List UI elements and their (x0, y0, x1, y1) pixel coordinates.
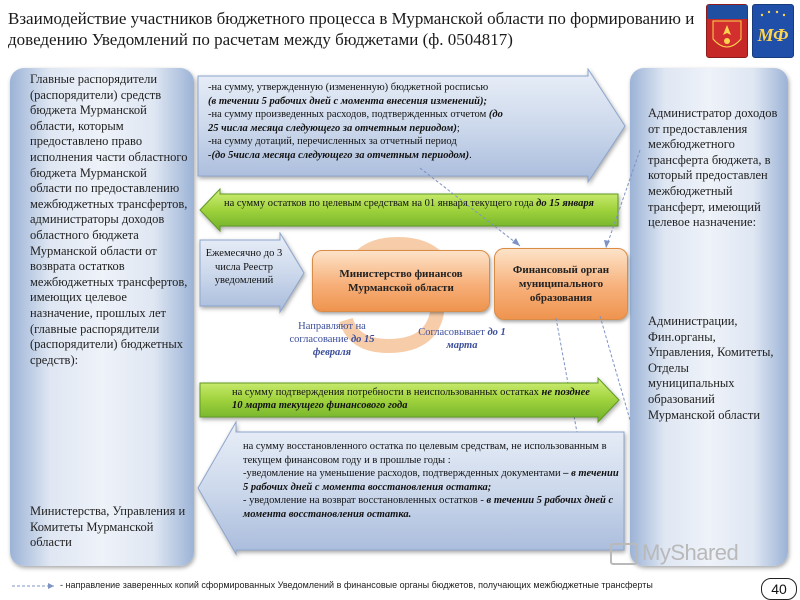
right-panel: Администратор доходов от предоставления … (630, 68, 788, 566)
arrow-top-line-6a: -(до 5числа месяца следующего за отчетны… (208, 149, 470, 161)
arrow-bottom-line-2b: – в течении 5 рабочих дней с момента вос… (243, 468, 619, 493)
dashed-arrow-from-admin (605, 149, 641, 249)
arrow-top-line-3a: -на сумму произведенных расходов, подтве… (208, 109, 489, 120)
watermark-text: MyShared (642, 540, 739, 565)
arrow-top-line-6b: . (469, 149, 472, 161)
ministry-logo-text: МФ (757, 25, 789, 45)
arrow-bottom-left (197, 420, 625, 556)
arrow-bottom-line-3b: в течении 5 рабочих дней с момента восст… (243, 495, 614, 520)
presentation-icon (610, 543, 638, 566)
ministry-of-finance-box: Министерство финансов Мурманской области (312, 250, 490, 312)
arrow-top-line-4a: 25 числа месяца следующего за отчетным п… (208, 122, 457, 134)
arrow-green-1-text-b: до 15 января (536, 198, 594, 209)
fin-organ-box: Финансовый орган муниципального образова… (494, 248, 628, 320)
arrow-green-2-text: на сумму подтверждения потребности в неи… (232, 386, 602, 412)
footer-legend: - направление заверенных копий сформиров… (60, 580, 653, 590)
note-agree-text: Согласовывает (418, 327, 488, 338)
ministry-md-logo-icon: МФ (752, 4, 794, 58)
arrow-top-line-3b: (до (488, 109, 503, 120)
ministry-of-finance-label: Министерство финансов Мурманской области (339, 268, 463, 294)
watermark: MyShared (610, 540, 739, 566)
arrow-top-line-4: 25 числа месяца следующего за отчетным п… (208, 122, 608, 136)
fin-organ-label: Финансовый орган муниципального образова… (512, 264, 610, 304)
left-panel-ministries: Министерства, Управления и Комитеты Мурм… (30, 504, 186, 550)
arrow-green-2-text-a: на сумму подтверждения потребности в неи… (232, 387, 542, 398)
arrow-top-line-4b: ; (456, 122, 460, 134)
dashed-arrow-right (599, 315, 631, 421)
arrow-bottom-line-1: на сумму восстановленного остатка по цел… (243, 441, 607, 466)
page-title: Взаимодействие участников бюджетного про… (8, 9, 695, 49)
arrow-top-line-2: (в течении 5 рабочих дней с момента внес… (208, 95, 488, 107)
note-send-for-approval: Направляют на согласование до 15 февраля (284, 320, 380, 359)
arrow-bottom-line-2a: -уведомление на уменьшение расходов, под… (243, 468, 564, 479)
arrow-top-line-3: -на сумму произведенных расходов, подтве… (208, 108, 608, 122)
arrow-green-1-text-a: на сумму остатков по целевым средствам н… (224, 198, 537, 209)
arrow-monthly-text: Ежемесячно до 3 числа Реестр уведомлений (205, 248, 283, 286)
dashed-arrow-to-fin-organ (419, 167, 521, 247)
arrow-monthly (199, 232, 305, 314)
arrow-bottom-line-3: - уведомление на возврат восстановленных… (243, 494, 621, 521)
arrow-bottom-line-3a: - уведомление на возврат восстановленных… (243, 495, 487, 506)
note-agree-deadline: до 1 марта (446, 327, 506, 351)
arrow-top-line-5: -на сумму дотаций, перечисленных за отче… (208, 136, 457, 147)
arrow-top-line-1: -на сумму, утвержденную (измененную) бюд… (208, 82, 489, 93)
arrow-green-2-text-b: не позднее 10 марта текущего финансового… (232, 387, 590, 411)
page-number: 40 (761, 578, 797, 600)
arrow-bottom-line-2: -уведомление на уменьшение расходов, под… (243, 467, 621, 494)
left-panel-text: Главные распорядители (распорядители) ср… (30, 72, 188, 367)
arrow-green-left (199, 187, 619, 233)
arrow-green-1-text: на сумму остатков по целевым средствам н… (224, 197, 604, 210)
left-panel: Главные распорядители (распорядители) ср… (10, 68, 194, 566)
right-panel-text: Администратор доходов от предоставления … (648, 106, 778, 230)
dashed-arrow-down (555, 317, 597, 537)
coat-of-arms-icon (706, 4, 748, 58)
note-agree: Согласовывает до 1 марта (412, 326, 512, 352)
arrow-top-text: -на сумму, утвержденную (измененную) бюд… (208, 81, 608, 162)
arrow-bottom-text: на сумму восстановленного остатка по цел… (243, 440, 621, 521)
arrow-top-line-6: -(до 5числа месяца следующего за отчетны… (208, 149, 608, 163)
note-send-deadline: до 15 февраля (312, 334, 375, 358)
arrow-green-right (199, 376, 620, 424)
right-panel-recipients: Администрации, Фин.органы, Управления, К… (648, 314, 774, 422)
note-send-text: Направляют на согласование (289, 321, 366, 345)
arrow-top-right (197, 68, 626, 184)
